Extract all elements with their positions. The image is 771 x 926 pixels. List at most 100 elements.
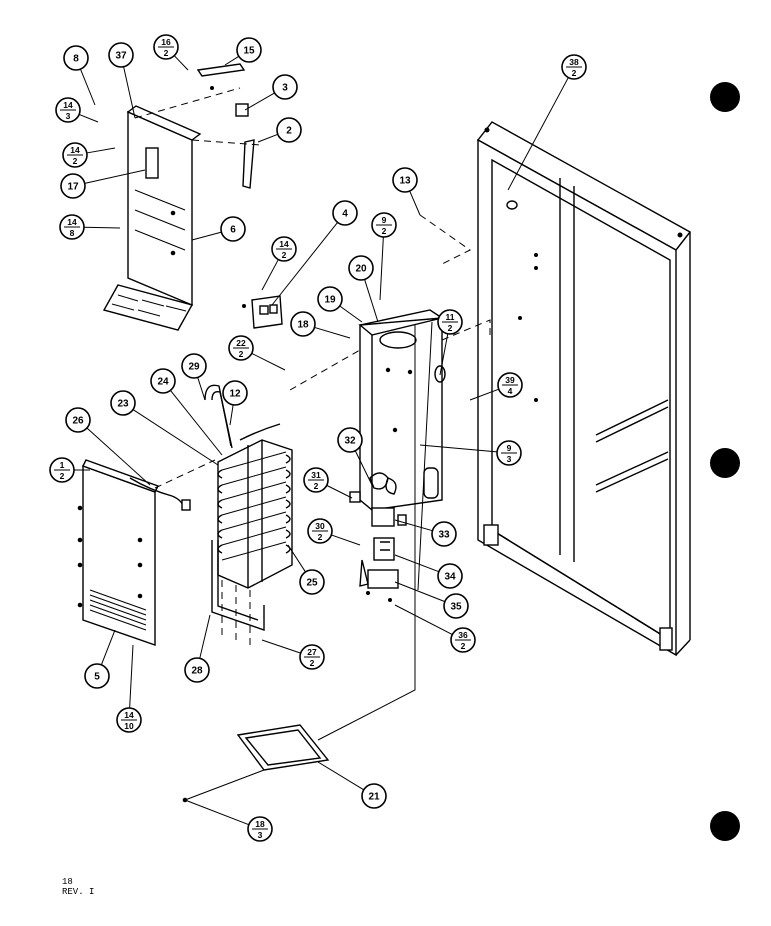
callout-number: 23	[117, 399, 129, 410]
fraction-denominator: 2	[282, 250, 287, 260]
fraction-denominator: 2	[239, 349, 244, 359]
callout-number: 3	[282, 83, 288, 94]
leader-line	[80, 68, 96, 106]
fraction-numerator: 36	[458, 630, 468, 640]
callout-number: 28	[191, 666, 203, 677]
callout-circle	[110, 390, 136, 416]
leader-line	[271, 222, 338, 306]
fraction-numerator: 9	[507, 443, 512, 453]
leader-line	[251, 352, 286, 371]
callout-32: 32	[337, 427, 363, 453]
leader-line	[354, 450, 373, 486]
callout-circle	[290, 311, 316, 337]
fraction-numerator: 14	[124, 710, 134, 720]
fraction-numerator: 31	[311, 470, 321, 480]
callout-circle	[60, 173, 86, 199]
fraction-numerator: 39	[505, 375, 515, 385]
callout-number: 37	[115, 51, 127, 62]
callout-2: 2	[276, 117, 302, 143]
leader-line	[173, 55, 189, 71]
page-number: 18	[62, 877, 73, 887]
fraction-numerator: 14	[70, 145, 80, 155]
callout-number: 21	[368, 792, 380, 803]
callout-number: 24	[157, 377, 169, 388]
clip-block	[235, 103, 249, 117]
callout-circle	[332, 200, 358, 226]
fraction-numerator: 1	[60, 460, 65, 470]
fraction-callout-1-2: 12	[49, 457, 75, 483]
fraction-denominator: 2	[60, 471, 65, 481]
fraction-denominator: 2	[314, 481, 319, 491]
fraction-callout-22-2: 222	[228, 335, 254, 361]
callout-circle	[184, 657, 210, 683]
callout-circle	[220, 216, 246, 242]
fraction-numerator: 18	[255, 819, 265, 829]
callout-number: 26	[72, 416, 84, 427]
callout-circle	[443, 593, 469, 619]
leader-line	[257, 133, 278, 143]
callout-number: 8	[73, 54, 79, 65]
fraction-callout-39-4: 394	[497, 372, 523, 398]
callout-25: 25	[299, 569, 325, 595]
callout-18: 18	[290, 311, 316, 337]
leader-line	[83, 226, 121, 229]
callout-circle	[431, 521, 457, 547]
callout-circle	[181, 353, 207, 379]
fan-motor-assembly	[349, 472, 407, 602]
callout-number: 5	[94, 672, 100, 683]
registration-punch-mark	[710, 811, 740, 841]
leader-line	[331, 534, 361, 546]
leader-line	[394, 554, 439, 573]
leader-line	[394, 519, 433, 532]
callout-13: 13	[392, 167, 418, 193]
leader-line	[317, 761, 365, 791]
leader-line	[287, 544, 306, 573]
callout-number: 35	[450, 602, 462, 613]
fraction-denominator: 4	[508, 386, 513, 396]
leader-line	[394, 604, 453, 635]
callout-circle	[84, 663, 110, 689]
fraction-denominator: 2	[310, 658, 315, 668]
callout-number: 20	[355, 264, 367, 275]
callout-12: 12	[222, 380, 248, 406]
callout-3: 3	[272, 74, 298, 100]
leader-line	[314, 326, 351, 339]
leader-line	[364, 279, 379, 323]
leader-line	[419, 444, 498, 453]
callout-number: 15	[243, 46, 255, 57]
wire-harness	[129, 477, 191, 511]
leader-line	[123, 66, 136, 119]
fraction-denominator: 2	[461, 641, 466, 651]
callout-28: 28	[184, 657, 210, 683]
leader-line	[379, 236, 384, 301]
fraction-callout-14-3: 143	[55, 97, 81, 123]
fraction-denominator: 2	[448, 323, 453, 333]
callout-circle	[65, 407, 91, 433]
fraction-callout-14-2: 142	[62, 142, 88, 168]
callout-number: 18	[297, 320, 309, 331]
callout-circle	[392, 167, 418, 193]
callout-circle	[299, 569, 325, 595]
fraction-callout-27-2: 272	[299, 644, 325, 670]
fraction-denominator: 8	[70, 228, 75, 238]
callout-number: 12	[229, 389, 241, 400]
leader-line	[439, 333, 449, 376]
leader-line	[224, 55, 240, 66]
leader-line	[199, 614, 211, 659]
callout-number: 17	[67, 182, 79, 193]
fraction-callout-36-2: 362	[450, 627, 476, 653]
leader-line	[78, 113, 99, 123]
callout-6: 6	[220, 216, 246, 242]
fraction-denominator: 2	[164, 48, 169, 58]
callout-33: 33	[431, 521, 457, 547]
callout-circle	[317, 286, 343, 312]
callout-circle	[222, 380, 248, 406]
fraction-callout-14-8: 148	[59, 214, 85, 240]
leader-line	[507, 77, 569, 191]
fraction-numerator: 9	[382, 215, 387, 225]
fraction-numerator: 14	[63, 100, 73, 110]
callout-37: 37	[108, 42, 134, 68]
leader-line	[191, 231, 222, 241]
fraction-callout-9-3: 93	[496, 440, 522, 466]
